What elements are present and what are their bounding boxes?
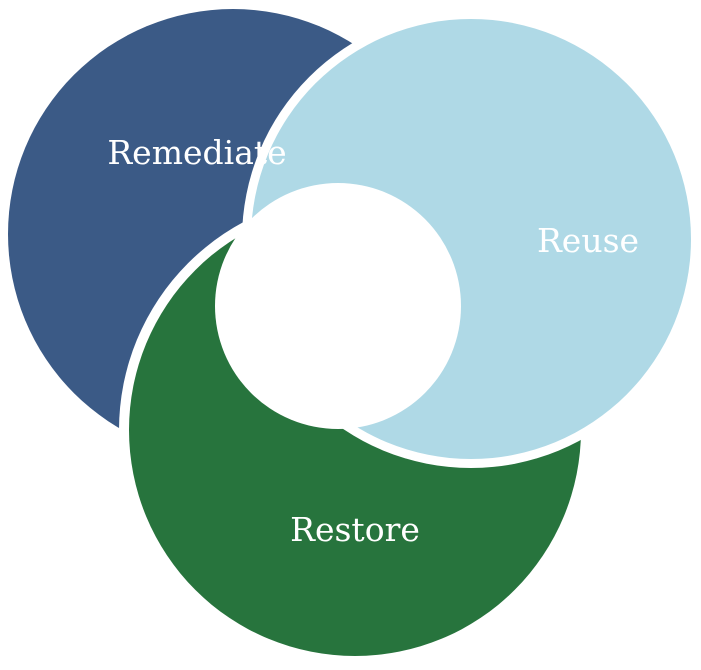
label-remediate: Remediate — [107, 133, 286, 172]
label-restore: Restore — [290, 510, 420, 549]
segment-remediate — [8, 9, 458, 459]
label-reuse: Reuse — [537, 221, 639, 260]
